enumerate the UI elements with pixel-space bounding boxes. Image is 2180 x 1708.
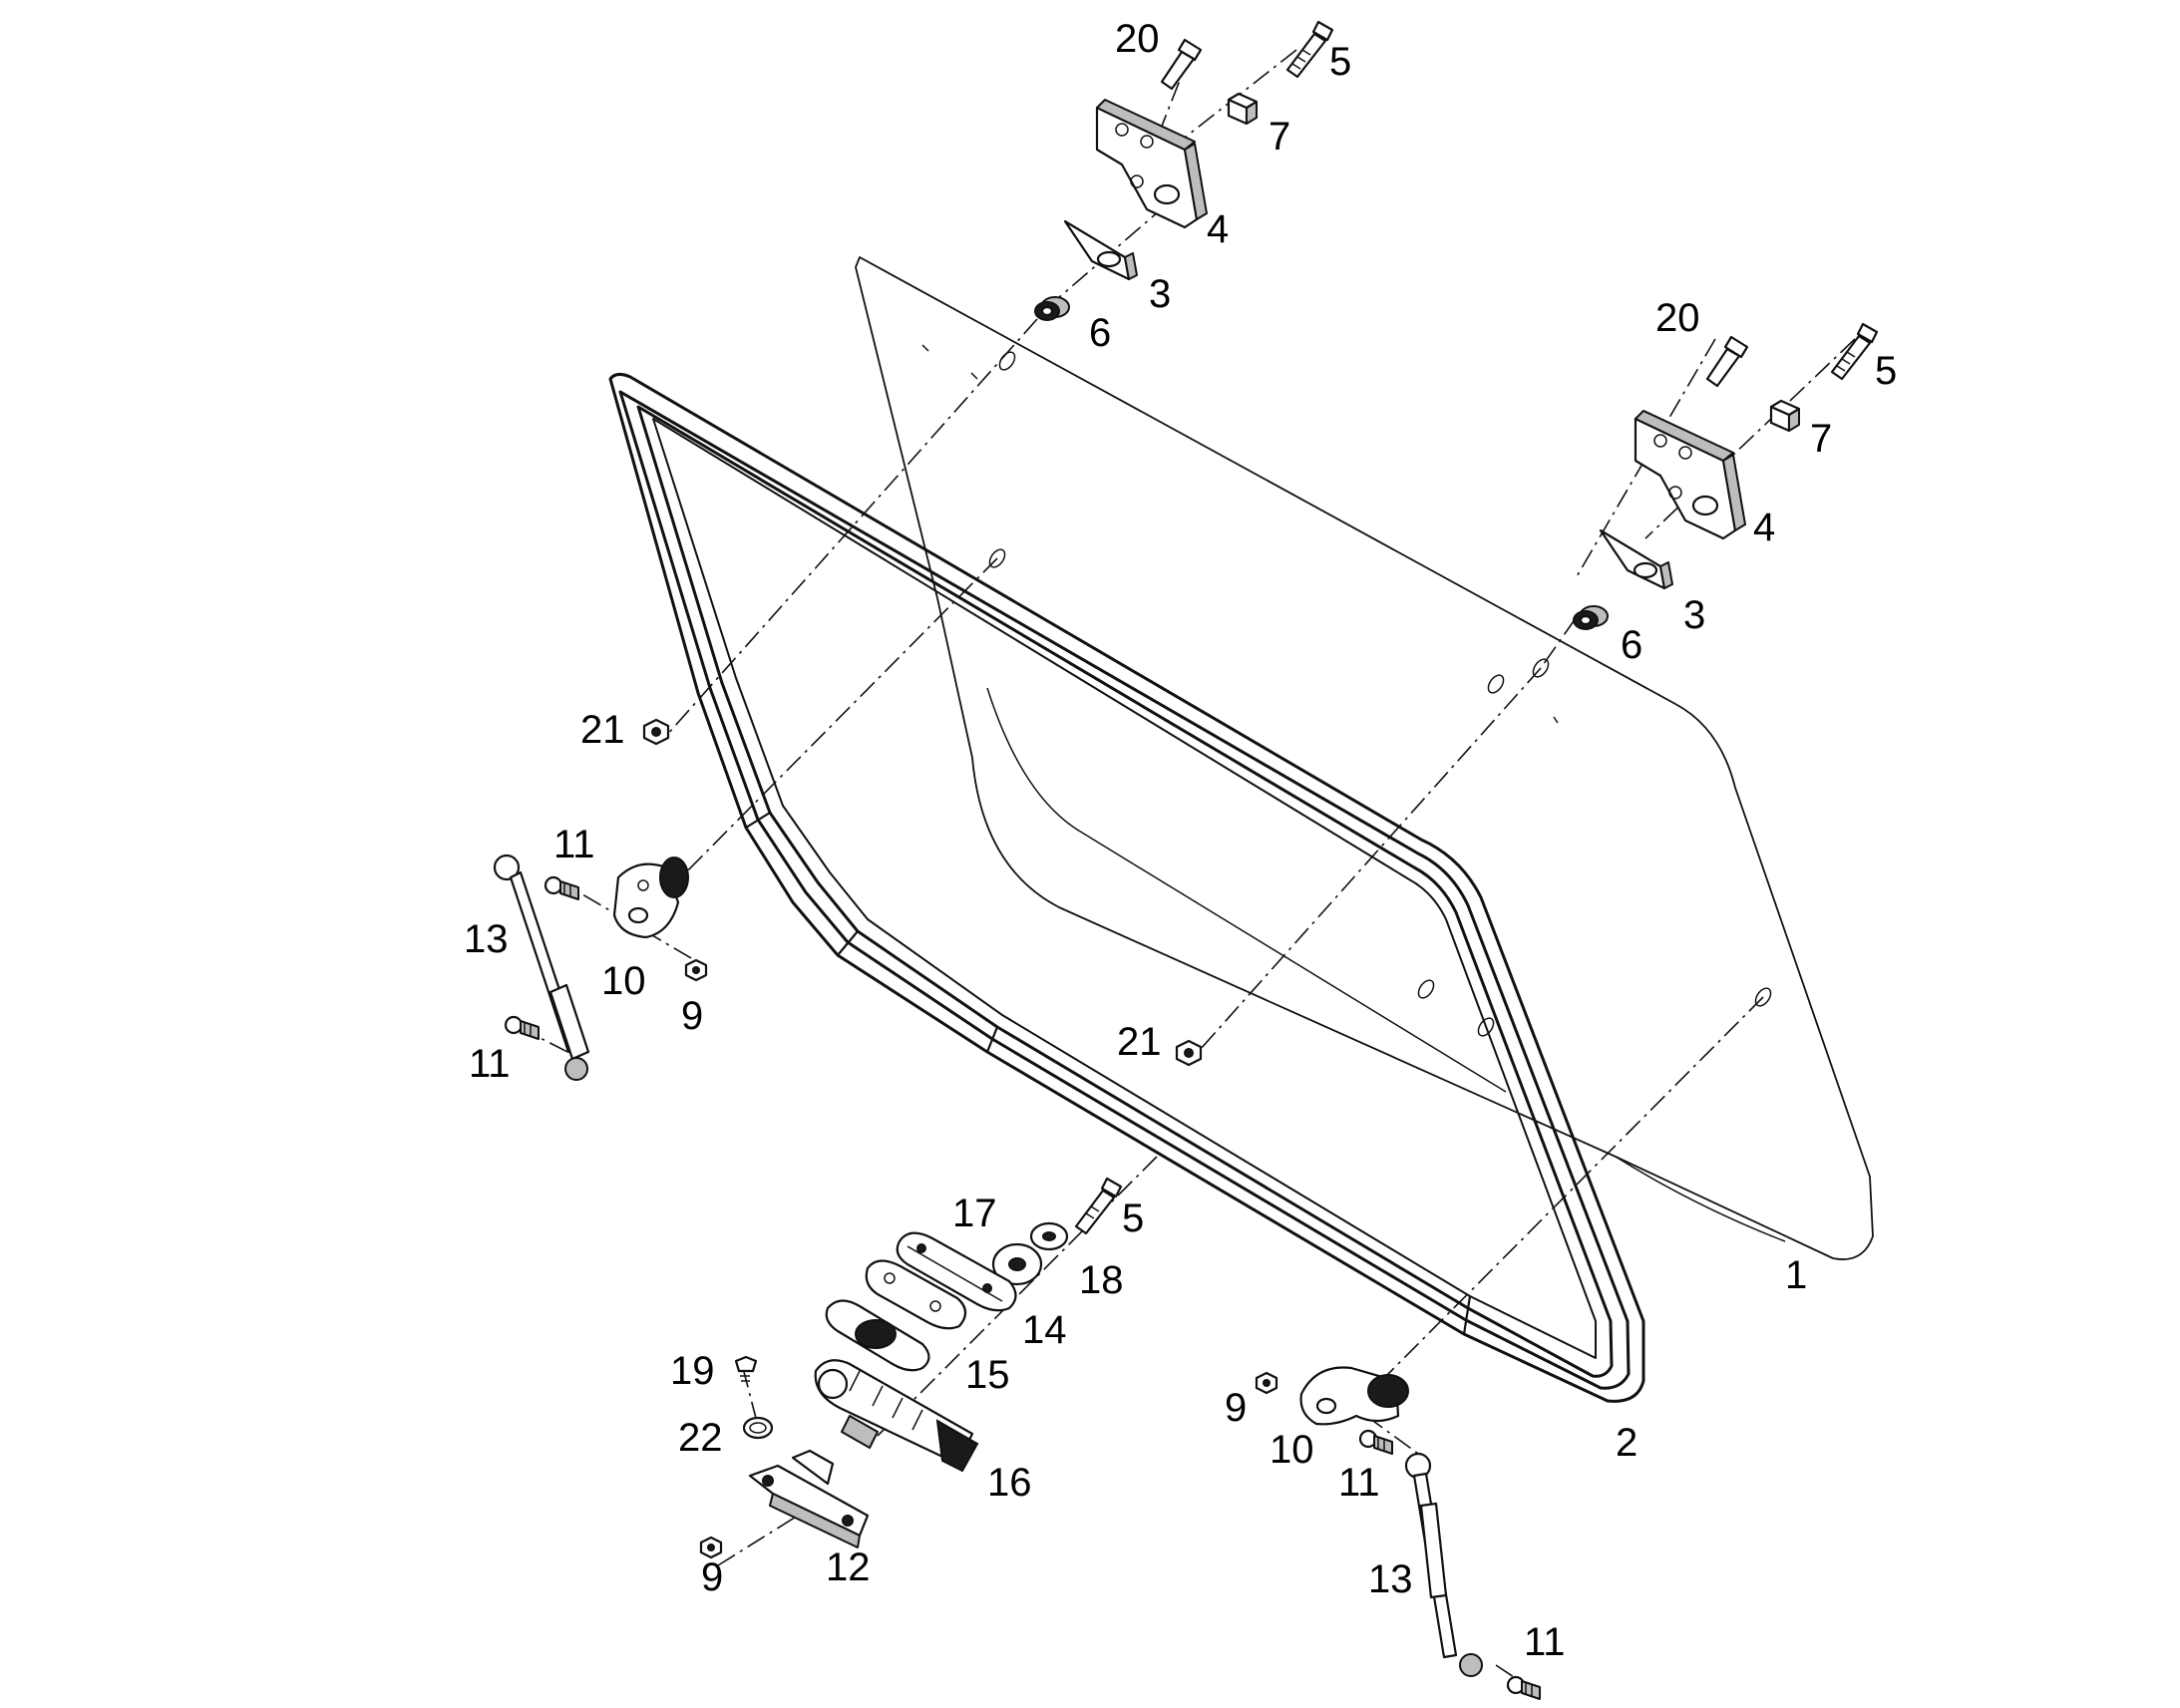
ball-stud-11-lower [504, 1015, 540, 1040]
callout-11-right-lower: 11 [1524, 1620, 1566, 1664]
callout-2: 2 [1616, 1421, 1637, 1465]
grommet-6 [1034, 296, 1070, 321]
gas-strut-assembly-right [1255, 1366, 1541, 1700]
hinge-bolt-5 [1830, 322, 1879, 381]
nut-9 [1255, 1371, 1278, 1395]
callout-4-top-left: 4 [1207, 207, 1229, 251]
hinge-plate-4 [1095, 99, 1208, 229]
bracket-10 [612, 856, 689, 939]
ball-stud-11-upper [1358, 1429, 1393, 1455]
hinge-assembly-right [1573, 322, 1879, 630]
window-seal [608, 372, 1645, 1403]
callout-9-left: 9 [681, 994, 703, 1038]
callout-15: 15 [965, 1353, 1010, 1397]
callout-12: 12 [826, 1545, 871, 1589]
striker-12 [748, 1449, 870, 1548]
hinge-plate-4 [1634, 410, 1746, 540]
callout-10-left: 10 [601, 959, 646, 1003]
grommet-6 [1573, 605, 1609, 630]
callout-11-left-lower: 11 [469, 1042, 511, 1086]
callout-5-top-left: 5 [1329, 40, 1351, 84]
clip-22 [742, 1416, 774, 1440]
callout-17: 17 [952, 1192, 997, 1235]
shim-3 [1599, 528, 1673, 590]
callout-11-left-upper: 11 [553, 823, 595, 866]
callout-22: 22 [678, 1416, 723, 1460]
callout-19: 19 [670, 1349, 715, 1393]
gas-strut-13 [1404, 1452, 1483, 1677]
callout-5-latch: 5 [1122, 1196, 1144, 1240]
callout-6-right: 6 [1621, 623, 1642, 667]
callout-21-left: 21 [580, 708, 625, 752]
gas-strut-13 [493, 854, 590, 1081]
callout-labels: 20 5 7 4 3 6 20 5 7 4 3 6 21 11 13 10 9 … [464, 17, 1897, 1664]
callout-11-right-upper: 11 [1338, 1461, 1380, 1505]
ball-stud-11-lower [1506, 1675, 1541, 1700]
washer-14 [991, 1242, 1043, 1286]
callout-7-top-left: 7 [1269, 115, 1290, 159]
hinge-assembly-left [1034, 20, 1334, 321]
gasket-15 [865, 1259, 967, 1330]
nut-9 [699, 1536, 723, 1559]
latch-assembly [699, 1177, 1123, 1559]
nut-21-left [642, 718, 670, 746]
latch-bolt-5 [1074, 1177, 1123, 1235]
gasket-17 [896, 1231, 1017, 1312]
callout-20-right: 20 [1655, 296, 1700, 340]
gas-strut-assembly-left [493, 854, 708, 1081]
nut-9 [684, 958, 708, 982]
callout-6-top-left: 6 [1089, 311, 1111, 355]
callout-7-right: 7 [1810, 417, 1832, 461]
hinge-bolt-5 [1285, 20, 1334, 79]
callout-13-left: 13 [464, 917, 509, 961]
callout-10-right: 10 [1270, 1428, 1314, 1472]
callout-13-right: 13 [1368, 1557, 1413, 1601]
callout-20-top-left: 20 [1115, 17, 1160, 61]
callout-9-latch: 9 [701, 1555, 723, 1599]
handle-16 [814, 1359, 979, 1473]
hinge-screw-20 [1705, 335, 1749, 388]
callout-4-right: 4 [1753, 506, 1775, 549]
callout-18: 18 [1079, 1258, 1124, 1302]
callout-21-center: 21 [1117, 1020, 1162, 1064]
callout-14: 14 [1022, 1308, 1067, 1352]
assembly-centerlines [518, 49, 1856, 1696]
ball-stud-11-upper [544, 875, 579, 900]
hinge-screw-20 [1160, 38, 1203, 91]
callout-3-top-left: 3 [1149, 272, 1171, 316]
screw-19 [734, 1355, 758, 1382]
shim-3 [1063, 219, 1138, 281]
callout-5-right: 5 [1875, 349, 1897, 393]
spacer-7 [1769, 399, 1801, 433]
spacer-7 [1227, 92, 1259, 126]
callout-16: 16 [987, 1461, 1032, 1505]
nut-21-center [1175, 1039, 1203, 1067]
callout-9-right: 9 [1225, 1386, 1247, 1430]
callout-1: 1 [1785, 1253, 1807, 1297]
callout-3-right: 3 [1683, 593, 1705, 637]
bracket-10 [1299, 1366, 1409, 1426]
handle-base [825, 1299, 930, 1372]
glass-panel [855, 256, 1874, 1260]
washer-18 [1029, 1221, 1069, 1251]
